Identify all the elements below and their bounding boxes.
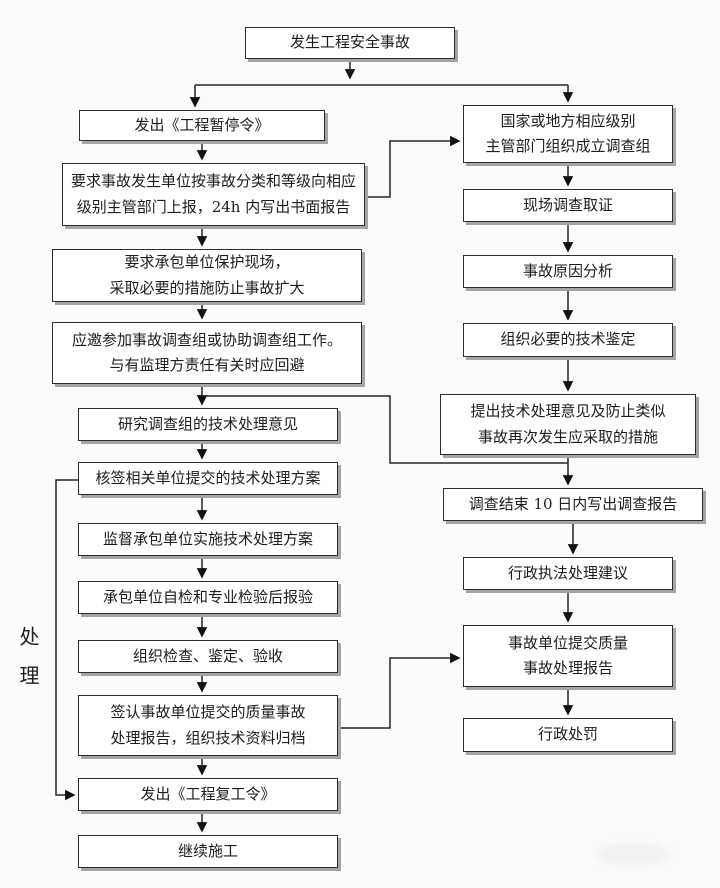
node-continue-construction: 继续施工 (78, 835, 338, 868)
node-sign-report-archive: 签认事故单位提交的质量事故 处理报告，组织技术资料归档 (78, 695, 338, 756)
node-issue-stop-order: 发出《工程暂停令》 (79, 110, 325, 141)
node-supervise-implementation: 监督承包单位实施技术处理方案 (78, 523, 338, 556)
node-contractor-inspection: 承包单位自检和专业检验后报验 (78, 581, 338, 614)
side-label-handling: 处理 (16, 626, 40, 704)
node-countersign-plan: 核签相关单位提交的技术处理方案 (78, 462, 338, 495)
node-administrative-penalty: 行政处罚 (463, 718, 673, 752)
node-accident-occurs: 发生工程安全事故 (245, 27, 455, 59)
node-study-opinions: 研究调查组的技术处理意见 (78, 408, 338, 441)
node-form-investigation-team: 国家或地方相应级别 主管部门组织成立调查组 (463, 105, 673, 163)
node-propose-measures: 提出技术处理意见及防止类似 事故再次发生应采取的措施 (440, 394, 696, 455)
node-site-evidence: 现场调查取证 (463, 189, 673, 222)
node-organize-acceptance: 组织检查、鉴定、验收 (78, 640, 338, 673)
node-join-investigation: 应邀参加事故调查组或协助调查组工作。 与有监理方责任有关时应回避 (52, 322, 362, 384)
node-technical-appraisal: 组织必要的技术鉴定 (463, 323, 673, 357)
node-law-enforcement-advice: 行政执法处理建议 (463, 557, 673, 590)
watermark (596, 842, 670, 866)
node-protect-site: 要求承包单位保护现场， 采取必要的措施防止事故扩大 (52, 249, 362, 302)
node-issue-resume-order: 发出《工程复工令》 (78, 778, 338, 811)
node-submit-quality-report: 事故单位提交质量 事故处理报告 (463, 625, 673, 687)
node-investigation-report: 调查结束 10 日内写出调查报告 (443, 488, 703, 521)
node-report-within-24h: 要求事故发生单位按事故分类和等级向相应 级别主管部门上报，24h 内写出书面报告 (62, 163, 365, 226)
node-cause-analysis: 事故原因分析 (463, 255, 673, 288)
